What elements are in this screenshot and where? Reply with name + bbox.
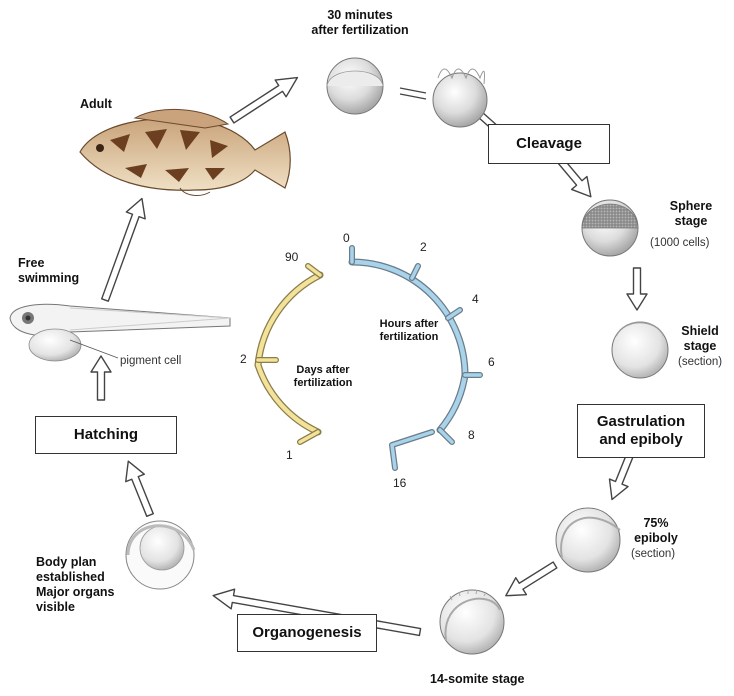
- shield-stage-embryo: [612, 322, 668, 378]
- hour-tick-2: 2: [420, 240, 427, 254]
- cleavage-embryo: [433, 69, 487, 127]
- adult-fish-illustration: [80, 109, 290, 195]
- epiboly-75-embryo: [556, 508, 620, 572]
- arrow-bodyplan-to-hatching: [119, 457, 159, 518]
- arrow-75-to-somite: [501, 557, 561, 605]
- label-14-somite: 14-somite stage: [430, 672, 524, 687]
- arrow-hatching-to-free: [91, 356, 111, 400]
- hour-tick-4: 4: [472, 292, 479, 306]
- somite-14-embryo: [440, 590, 504, 654]
- phase-box-organogenesis: Organogenesis: [237, 614, 377, 652]
- label-pigment-cell: pigment cell: [120, 354, 181, 368]
- day-tick-2: 2: [240, 352, 247, 366]
- label-shield-section: (section): [678, 355, 722, 369]
- label-body-plan: Body plan established Major organs visib…: [36, 555, 115, 615]
- day-tick-1: 1: [286, 448, 293, 462]
- hour-tick-6: 6: [488, 355, 495, 369]
- arrow-adult-to-30min: [227, 69, 303, 128]
- label-sphere-stage: Sphere stage: [660, 199, 722, 229]
- clock-days-label: Days after fertilization: [282, 364, 364, 390]
- phase-box-hatching: Hatching: [35, 416, 177, 454]
- label-shield-stage: Shield stage: [672, 324, 728, 354]
- one-cell-embryo: [327, 58, 383, 114]
- arrow-gastrulation-to-75: [603, 451, 640, 503]
- sphere-stage-embryo: [582, 200, 638, 256]
- days-clock-arc: [258, 266, 320, 442]
- day-tick-90: 90: [285, 250, 298, 264]
- label-75-epiboly: 75% epiboly: [632, 516, 680, 546]
- hour-tick-0: 0: [343, 231, 350, 245]
- label-free-swimming: Free swimming: [18, 256, 79, 286]
- label-adult: Adult: [80, 97, 112, 112]
- body-plan-embryo: [126, 521, 194, 589]
- hour-tick-16: 16: [393, 476, 406, 490]
- label-sphere-cells: (1000 cells): [650, 236, 709, 250]
- free-swimming-larva: [10, 304, 230, 361]
- arrow-30min-to-cleavage-egg: [400, 88, 426, 99]
- label-30-minutes: 30 minutes after fertilization: [300, 8, 420, 38]
- arrow-free-to-adult: [96, 195, 152, 303]
- phase-box-cleavage: Cleavage: [488, 124, 610, 164]
- hour-tick-8: 8: [468, 428, 475, 442]
- hours-clock-arc: [352, 248, 480, 468]
- label-75-section: (section): [631, 547, 675, 561]
- phase-box-gastrulation: Gastrulation and epiboly: [577, 404, 705, 458]
- clock-hours-label: Hours after fertilization: [372, 318, 446, 344]
- arrow-sphere-to-shield: [627, 268, 647, 310]
